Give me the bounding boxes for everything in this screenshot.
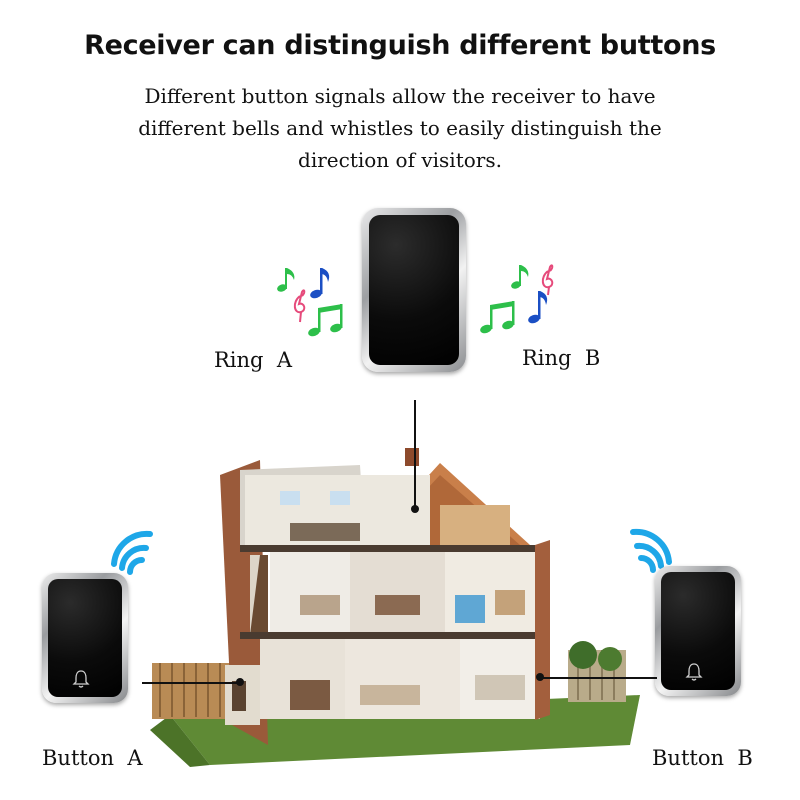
button-a-connector-dot	[236, 678, 244, 686]
fence-left	[152, 663, 234, 719]
wifi-signal-icon	[630, 528, 672, 573]
button-a-face	[48, 579, 122, 697]
music-note-green-double	[308, 304, 343, 337]
middle-floor-room-1	[270, 552, 350, 632]
ring-b-label: Ring B	[522, 346, 601, 370]
house-right-wall	[535, 540, 550, 720]
middle-floor-room-2	[350, 552, 445, 632]
button-b-connector-dot	[536, 673, 544, 681]
receiver-face	[369, 215, 459, 365]
bell-icon	[72, 670, 90, 688]
music-note-green-double	[480, 301, 515, 334]
button-a-label: Button A	[42, 746, 143, 770]
music-note-blue	[528, 291, 548, 324]
button-b-label: Button B	[652, 746, 753, 770]
button-a-connector-line	[142, 682, 240, 684]
wifi-signal-icon	[111, 530, 153, 575]
house-illustration	[150, 448, 640, 767]
music-note-blue	[310, 268, 330, 299]
button-b-connector-line	[540, 677, 657, 679]
receiver-device	[362, 208, 466, 372]
music-notes-icon	[480, 264, 554, 334]
music-notes-icon	[277, 268, 343, 337]
ground-floor-room-2	[345, 639, 460, 719]
button-a-device	[42, 573, 128, 703]
ring-a-label: Ring A	[214, 348, 293, 372]
page-title: Receiver can distinguish different butto…	[84, 30, 716, 61]
music-note-pink	[541, 264, 554, 296]
receiver-connector-line	[414, 400, 416, 510]
receiver-connector-dot	[411, 505, 419, 513]
bell-icon	[685, 663, 703, 681]
music-note-pink	[293, 289, 306, 323]
staircase	[250, 555, 268, 635]
button-b-device	[655, 566, 741, 696]
music-note-green-small	[277, 268, 295, 292]
button-b-face	[661, 572, 735, 690]
music-note-green-small	[511, 265, 529, 289]
description-text: Different button signals allow the recei…	[138, 84, 662, 172]
